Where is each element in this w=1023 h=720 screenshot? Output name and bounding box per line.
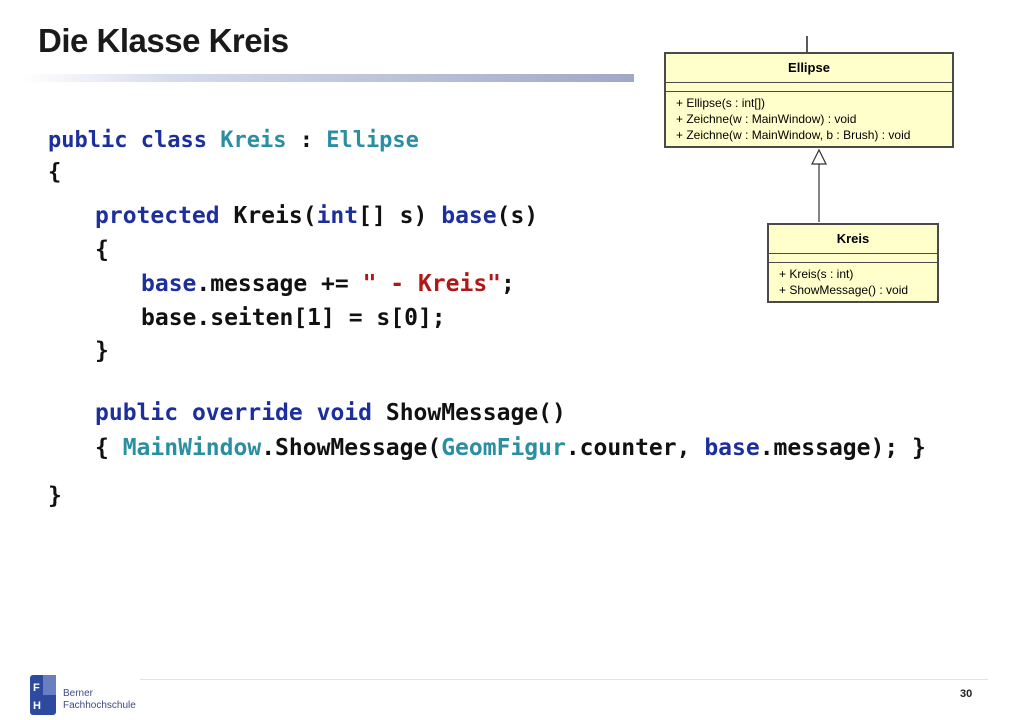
code-keyword: void bbox=[316, 400, 372, 426]
uml-class-ellipse: Ellipse + Ellipse(s : int[]) + Zeichne(w… bbox=[664, 52, 954, 148]
code-keyword: base bbox=[141, 271, 197, 297]
code-text: Kreis( bbox=[233, 203, 317, 229]
code-line-brace-open: { bbox=[48, 160, 62, 185]
code-line-class-decl: public class Kreis : Ellipse bbox=[48, 128, 419, 153]
uml-connectors bbox=[806, 36, 827, 222]
code-keyword: base bbox=[704, 435, 760, 461]
code-text: [] s) bbox=[358, 203, 442, 229]
code-text: .message); } bbox=[759, 435, 926, 461]
title-underline bbox=[22, 74, 634, 82]
code-line-message: base.message += " - Kreis"; bbox=[141, 271, 515, 297]
code-line-constructor: protected Kreis(int[] s) base(s) bbox=[95, 203, 538, 229]
code-text: ShowMessage() bbox=[385, 400, 566, 426]
uml-operation: + Zeichne(w : MainWindow) : void bbox=[676, 112, 857, 126]
code-text: : bbox=[299, 128, 313, 153]
code-keyword: class bbox=[140, 128, 207, 153]
uml-operation: + Zeichne(w : MainWindow, b : Brush) : v… bbox=[676, 128, 911, 142]
code-line-brace-close: } bbox=[95, 338, 109, 364]
code-line-showmessage-body: { MainWindow.ShowMessage(GeomFigur.count… bbox=[95, 435, 926, 461]
footer-divider bbox=[140, 679, 988, 680]
logo-letter: F bbox=[33, 682, 40, 694]
logo-letter: H bbox=[33, 700, 41, 712]
code-text: { bbox=[95, 435, 123, 461]
logo-wordmark: Berner Fachhochschule bbox=[63, 688, 136, 712]
code-keyword: int bbox=[316, 203, 359, 229]
code-line-brace-open-2: { bbox=[95, 237, 109, 263]
uml-operation: + Kreis(s : int) bbox=[779, 267, 854, 281]
code-type: MainWindow bbox=[122, 435, 262, 461]
inheritance-arrow-icon bbox=[811, 148, 827, 165]
code-string: " - Kreis" bbox=[362, 271, 502, 297]
uml-operations: + Ellipse(s : int[]) + Zeichne(w : MainW… bbox=[666, 92, 952, 146]
code-text: ; bbox=[501, 271, 515, 297]
code-text: (s) bbox=[496, 203, 539, 229]
uml-class-name: Ellipse bbox=[666, 54, 952, 83]
code-keyword: base bbox=[441, 203, 497, 229]
code-type: GeomFigur bbox=[441, 435, 566, 461]
code-keyword: protected bbox=[95, 203, 220, 229]
code-keyword: public bbox=[48, 128, 128, 153]
uml-class-name: Kreis bbox=[769, 225, 937, 254]
code-line-seiten: base.seiten[1] = s[0]; bbox=[141, 305, 446, 331]
code-text: .ShowMessage( bbox=[261, 435, 442, 461]
code-keyword: override bbox=[191, 400, 303, 426]
code-type: Ellipse bbox=[326, 128, 419, 153]
uml-attributes-compartment bbox=[769, 254, 937, 263]
logo-text-line: Berner bbox=[63, 688, 94, 699]
slide-title: Die Klasse Kreis bbox=[38, 22, 289, 59]
bfh-logo-icon: F H bbox=[30, 675, 58, 720]
page-number: 30 bbox=[960, 688, 973, 700]
logo-text-line: Fachhochschule bbox=[63, 700, 136, 711]
code-text: .message += bbox=[196, 271, 363, 297]
uml-attributes-compartment bbox=[666, 83, 952, 92]
code-line-showmessage-decl: public override void ShowMessage() bbox=[95, 400, 566, 426]
uml-operation: + Ellipse(s : int[]) bbox=[676, 96, 766, 110]
uml-class-kreis: Kreis + Kreis(s : int) + ShowMessage() :… bbox=[767, 223, 939, 303]
uml-operations: + Kreis(s : int) + ShowMessage() : void bbox=[769, 263, 937, 301]
code-type: Kreis bbox=[220, 128, 287, 153]
code-text: .counter, bbox=[565, 435, 705, 461]
code-line-class-close: } bbox=[48, 483, 62, 509]
code-keyword: public bbox=[95, 400, 179, 426]
uml-operation: + ShowMessage() : void bbox=[779, 283, 909, 297]
